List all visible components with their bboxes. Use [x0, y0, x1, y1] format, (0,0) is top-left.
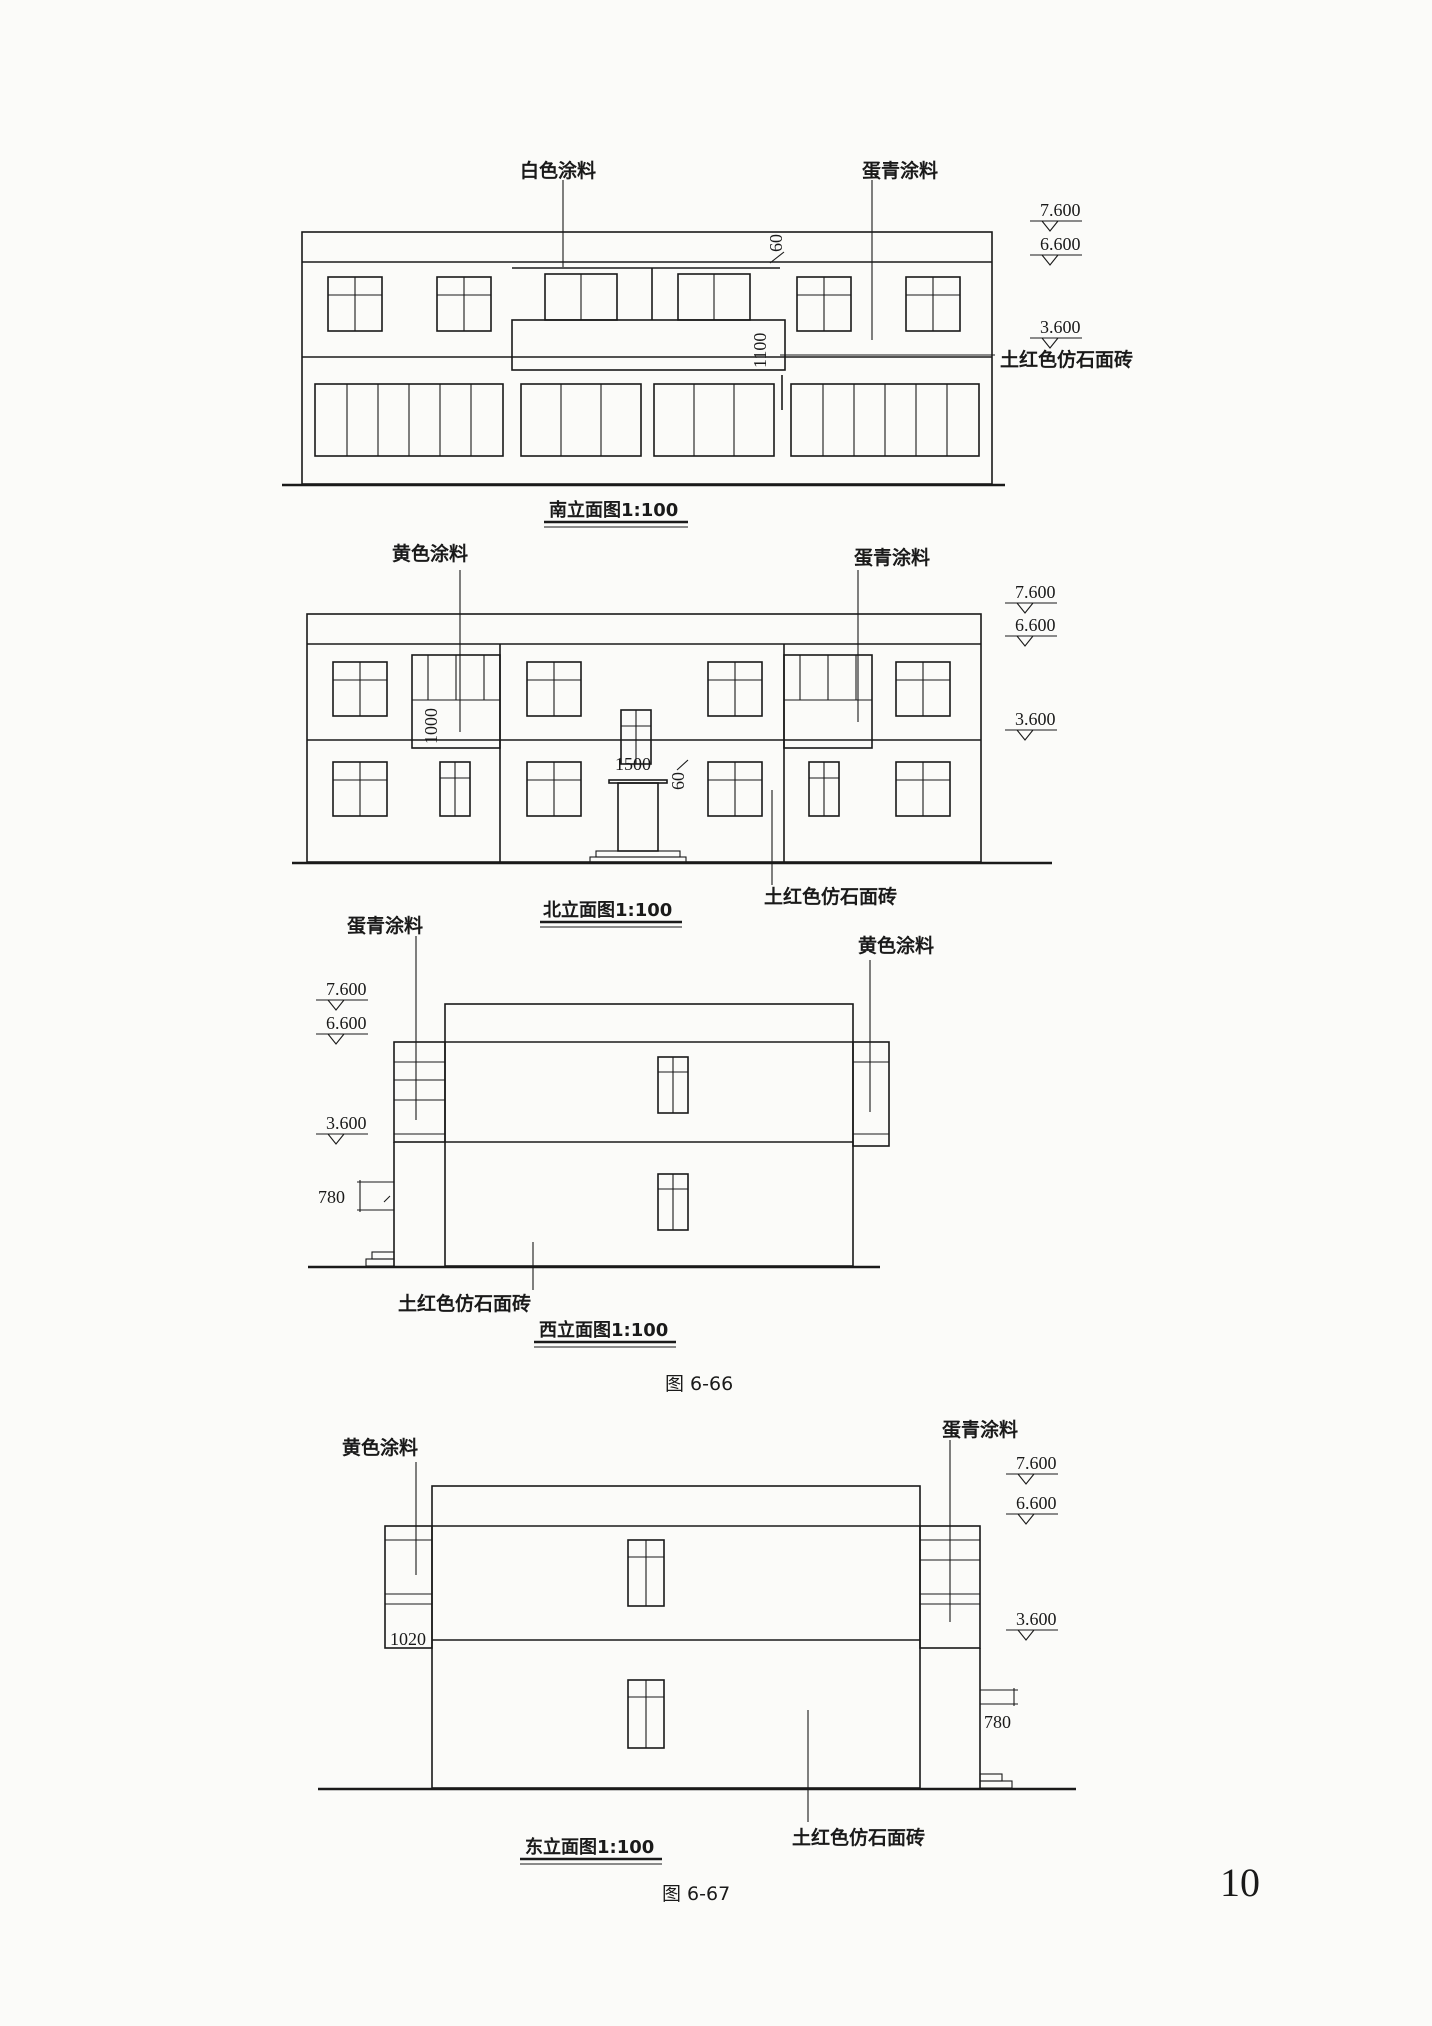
west-title: 西立面图1:100	[539, 1319, 668, 1341]
north-label-brick: 土红色仿石面砖	[764, 885, 897, 908]
south-dim-60: 60	[766, 234, 786, 252]
north-dim-60: 60	[668, 772, 688, 790]
north-elev-top: 7.600	[1015, 582, 1056, 602]
west-label-yellow-paint: 黄色涂料	[858, 934, 934, 957]
east-balcony-left	[384, 1525, 433, 1649]
south-dim-1100: 1100	[750, 333, 770, 368]
south-elev-top: 7.600	[1040, 200, 1081, 220]
north-window	[526, 761, 582, 817]
west-balcony-left	[393, 1041, 446, 1143]
west-label-cyan-paint: 蛋青涂料	[347, 914, 423, 937]
north-elevation: 黄色涂料 蛋青涂料 1000 1500 60 土红色仿石面砖 7.600 6.6…	[292, 542, 1058, 928]
north-wall	[306, 613, 982, 863]
south-label-white-paint: 白色涂料	[520, 159, 596, 182]
north-elev-eave: 6.600	[1015, 615, 1056, 635]
south-elev-eave: 6.600	[1040, 234, 1081, 254]
north-entrance-door	[617, 782, 659, 852]
west-elev-floor2: 3.600	[326, 1113, 367, 1133]
west-elevation: 蛋青涂料 黄色涂料 7.600 6.600 3.600 780 土红色仿石面砖 …	[308, 914, 934, 1348]
west-elev-eave: 6.600	[326, 1013, 367, 1033]
south-storefront	[314, 383, 504, 457]
east-elev-floor2: 3.600	[1016, 1609, 1057, 1629]
east-label-cyan-paint: 蛋青涂料	[942, 1418, 1018, 1441]
east-title: 东立面图1:100	[525, 1836, 654, 1858]
north-window	[526, 661, 582, 717]
figure-caption-6-67: 图 6-67	[662, 1883, 730, 1905]
north-label-yellow-paint: 黄色涂料	[392, 542, 468, 565]
south-storefront	[790, 383, 980, 457]
south-wall	[301, 231, 993, 485]
east-dim-780: 780	[984, 1712, 1011, 1732]
south-label-brick: 土红色仿石面砖	[1000, 348, 1133, 371]
north-window	[332, 761, 388, 817]
north-window	[707, 761, 763, 817]
south-window	[796, 276, 852, 332]
north-window	[332, 661, 388, 717]
south-storefront	[653, 383, 775, 457]
north-window	[808, 761, 840, 817]
south-storefront	[520, 383, 642, 457]
east-dim-1020: 1020	[390, 1629, 426, 1649]
north-elev-floor2: 3.600	[1015, 709, 1056, 729]
north-dim-1500: 1500	[615, 754, 651, 774]
figure-caption-6-66: 图 6-66	[665, 1373, 733, 1395]
north-window	[439, 761, 471, 817]
east-label-brick: 土红色仿石面砖	[792, 1826, 925, 1849]
west-dim-780: 780	[318, 1187, 345, 1207]
north-label-cyan-paint: 蛋青涂料	[854, 546, 930, 569]
south-balcony	[511, 319, 786, 371]
south-window	[436, 276, 492, 332]
north-window	[707, 661, 763, 717]
west-balcony-right	[852, 1041, 890, 1147]
north-dim-1000: 1000	[421, 708, 441, 744]
south-elev-floor2: 3.600	[1040, 317, 1081, 337]
north-window	[895, 761, 951, 817]
north-title: 北立面图1:100	[543, 899, 672, 921]
south-window	[905, 276, 961, 332]
east-wall	[431, 1485, 921, 1789]
south-elevation: 白色涂料 蛋青涂料 60 1100 土红色仿石面砖 7.600 6.600 3.…	[282, 159, 1133, 528]
west-elev-top: 7.600	[326, 979, 367, 999]
south-window	[327, 276, 383, 332]
east-elev-eave: 6.600	[1016, 1493, 1057, 1513]
east-elev-top: 7.600	[1016, 1453, 1057, 1473]
page-number: 10	[1220, 1860, 1260, 1905]
north-window	[895, 661, 951, 717]
west-wall	[444, 1003, 854, 1267]
south-title: 南立面图1:100	[549, 499, 678, 521]
west-label-brick: 土红色仿石面砖	[398, 1292, 531, 1315]
east-label-yellow-paint: 黄色涂料	[342, 1436, 418, 1459]
south-label-cyan-paint: 蛋青涂料	[862, 159, 938, 182]
east-elevation: 黄色涂料 蛋青涂料 1020 780 7.600 6.600 3.600 土红色…	[318, 1418, 1076, 1865]
